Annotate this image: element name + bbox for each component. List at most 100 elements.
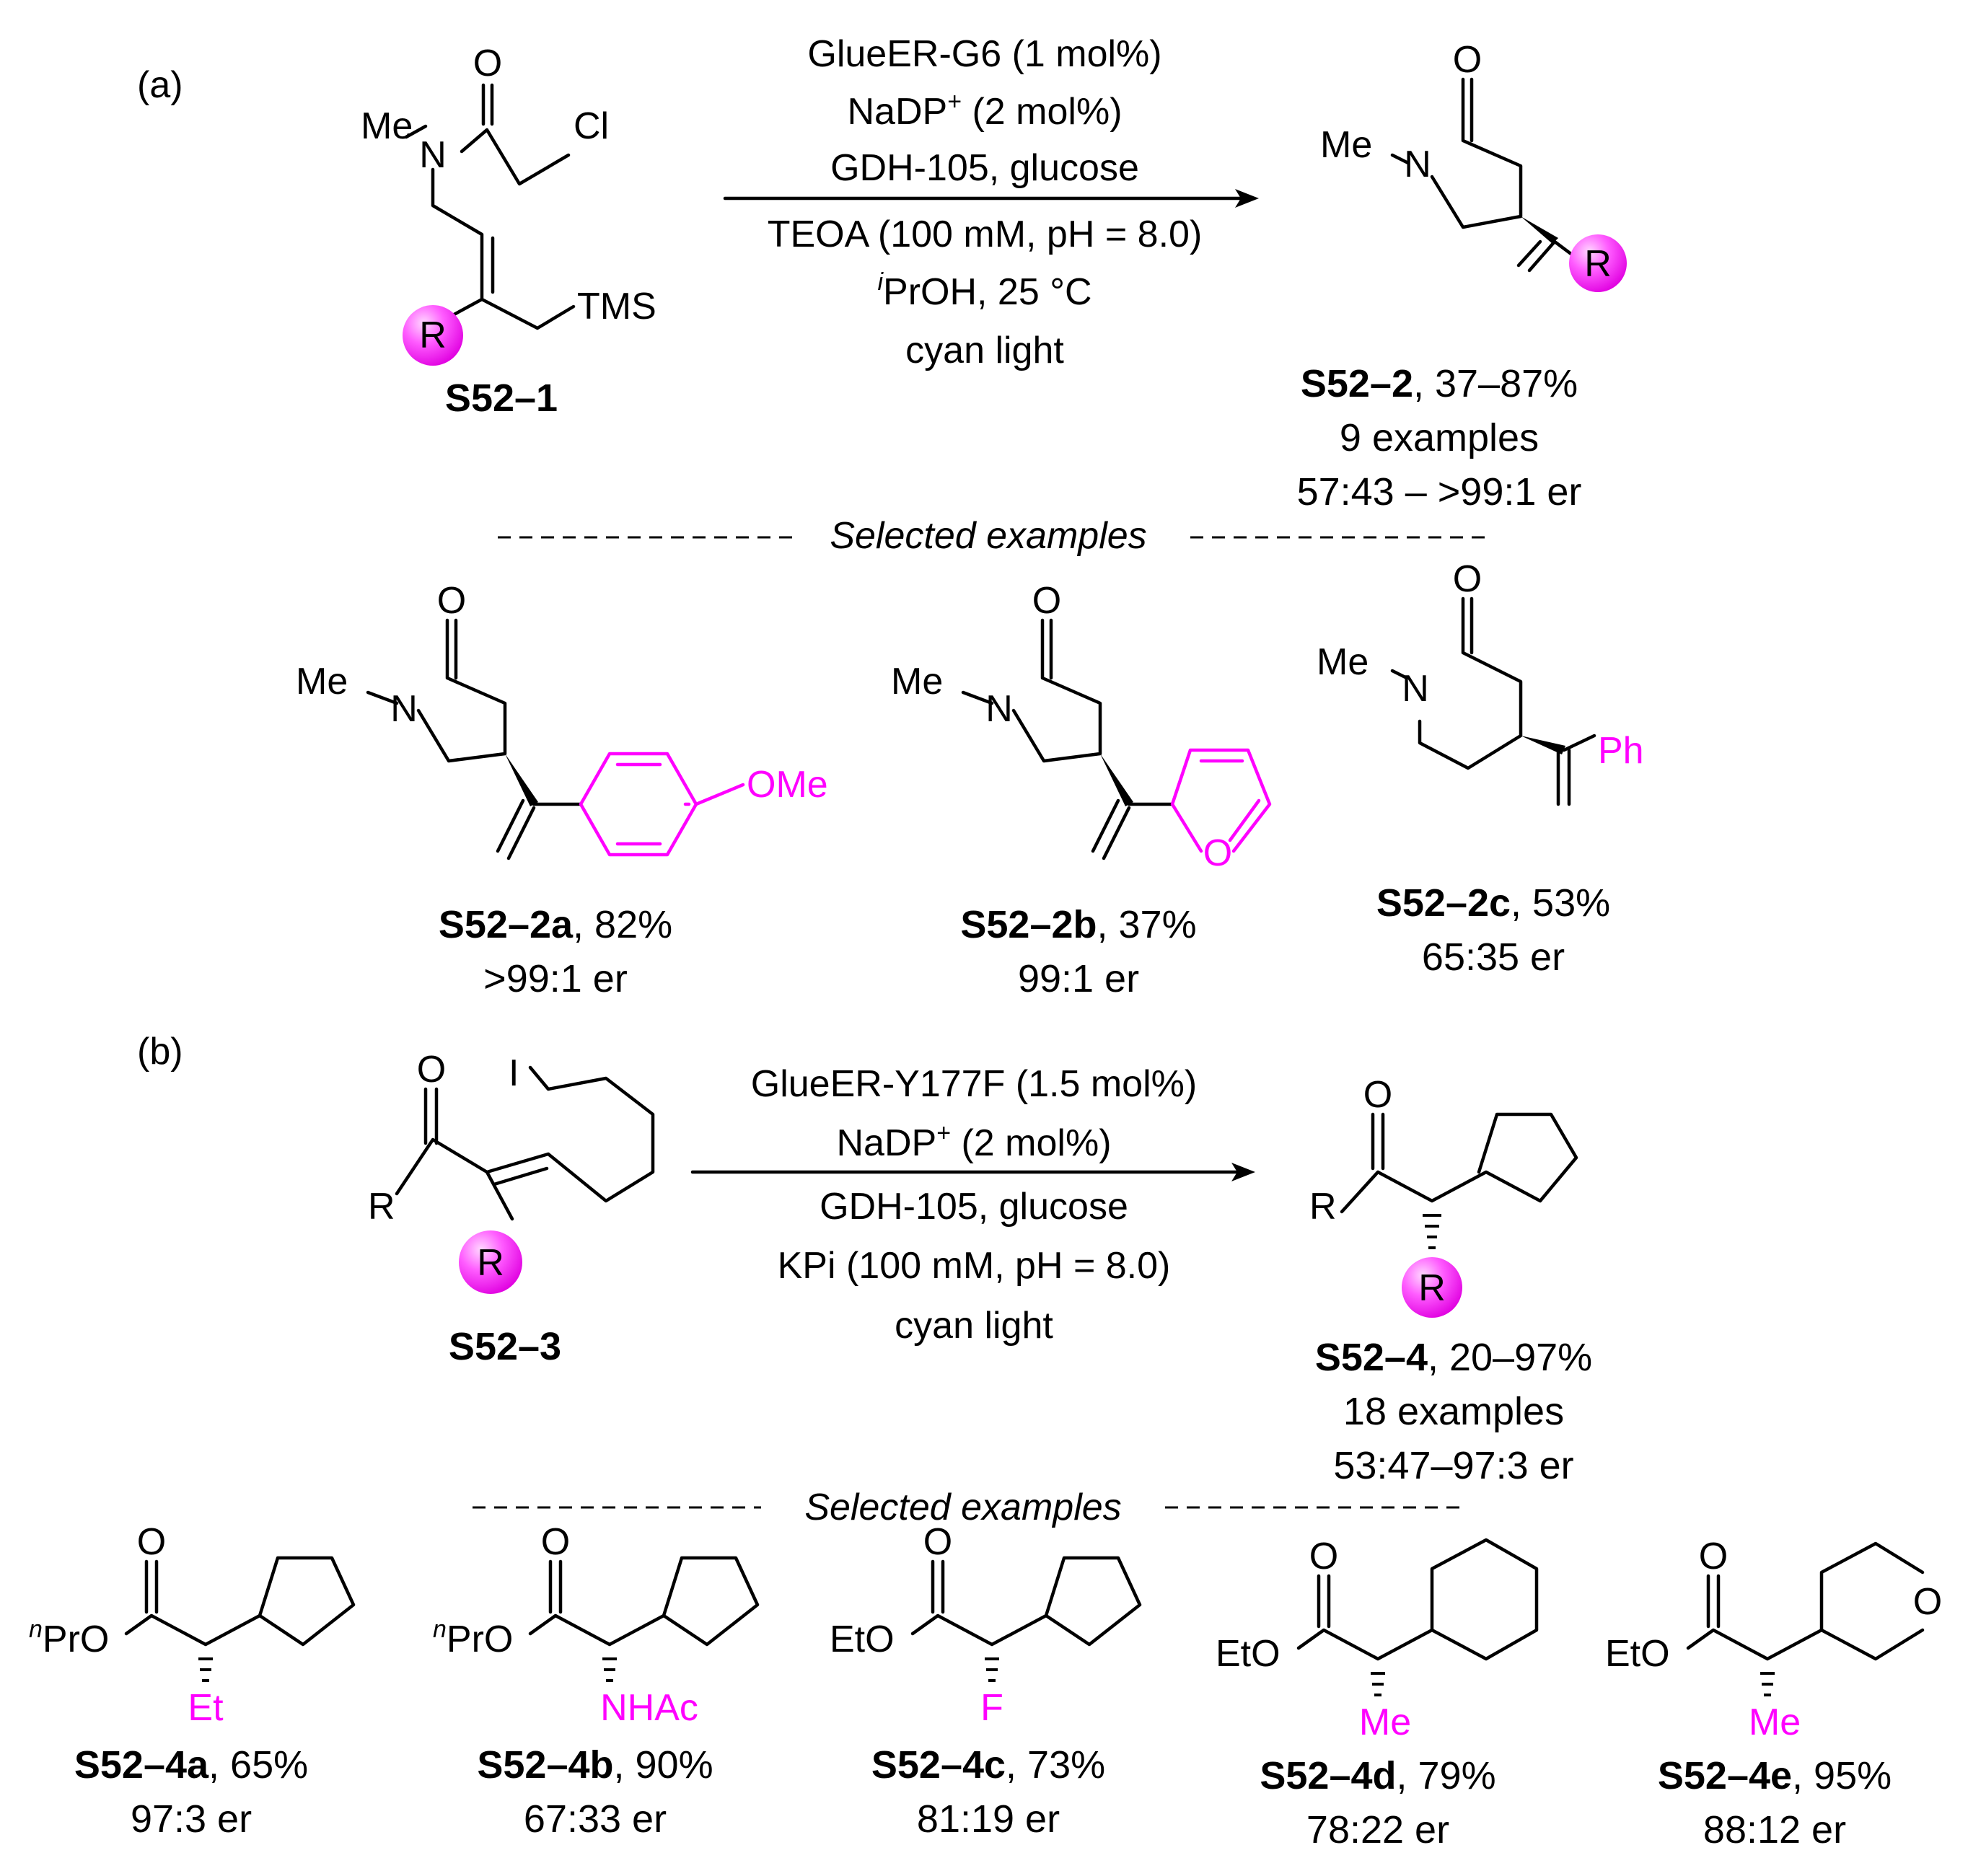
buffer-text: KPi (100 mM, pH = 8.0) — [778, 1245, 1171, 1287]
example-er: 67:33 er — [524, 1797, 667, 1841]
atom-r: R — [1309, 1186, 1337, 1228]
panel-b: (b) I O R R S52–3 GlueER-Y177F (1.5 mol%… — [29, 1031, 1942, 1851]
substituent-me: Me — [1359, 1701, 1411, 1743]
furan-oxygen: O — [1203, 832, 1232, 874]
example-yield: S52–4b, 90% — [477, 1743, 713, 1787]
r-group-ball — [459, 1230, 522, 1294]
substituent-nhac: NHAc — [600, 1687, 698, 1729]
example-er: 88:12 er — [1703, 1808, 1846, 1851]
atom-o: O — [1363, 1074, 1392, 1116]
r-group-ball — [1569, 234, 1627, 292]
product-s52-2: O Me N R S52–2, 37–87% 9 examples 57:43 … — [1297, 39, 1627, 514]
example-s52-4d: O EtO Me S52–4d, 79% 78:22 er — [1216, 1536, 1539, 1851]
atom-o: O — [1309, 1536, 1338, 1577]
atom-cl: Cl — [574, 105, 609, 147]
substituent-f: F — [980, 1687, 1003, 1729]
atom-o: O — [137, 1521, 166, 1563]
atom-r: R — [419, 314, 447, 356]
example-yield: S52–4e, 95% — [1658, 1754, 1892, 1797]
substrate-s52-1: O Me N Cl TMS R S52–1 — [361, 43, 656, 420]
atom-i: I — [509, 1052, 519, 1094]
product-er: 57:43 – >99:1 er — [1297, 470, 1582, 514]
example-s52-2c: O Me N Ph S52–2c, 53% 65:35 er — [1317, 558, 1644, 979]
divider-label: Selected examples — [830, 515, 1146, 557]
substituent-et: Et — [188, 1687, 224, 1729]
atom-n: N — [419, 134, 447, 176]
atom-r: R — [368, 1186, 395, 1228]
example-s52-4b: O nPrO NHAc S52–4b, 90% 67:33 er — [433, 1521, 760, 1841]
atom-me: Me — [891, 661, 943, 703]
cofactor-text: NaDP+ (2 mol%) — [836, 1119, 1111, 1164]
panel-a-label: (a) — [137, 64, 183, 106]
atom-o: O — [417, 1049, 446, 1091]
panel-a: (a) O Me N Cl TMS R S52–1 GlueER-G6 (1 m… — [137, 33, 1644, 1000]
atom-r: R — [1584, 243, 1612, 285]
atom-o: O — [473, 43, 502, 84]
substituent-me: Me — [1749, 1701, 1801, 1743]
buffer-text: TEOA (100 mM, pH = 8.0) — [768, 213, 1203, 255]
compound-id: S52–3 — [449, 1325, 561, 1368]
example-yield: S52–4a, 65% — [74, 1743, 308, 1787]
product-yield: S52–4, 20–97% — [1315, 1336, 1592, 1379]
example-s52-4c: O EtO F S52–4c, 73% 81:19 er — [830, 1521, 1142, 1841]
ester-group: nPrO — [433, 1616, 513, 1660]
reaction-conditions-b: GlueER-Y177F (1.5 mol%) NaDP+ (2 mol%) G… — [690, 1063, 1255, 1347]
r-group-ball — [1402, 1257, 1462, 1318]
example-yield: S52–2b, 37% — [960, 903, 1196, 946]
atom-me: Me — [361, 105, 413, 147]
example-er: 99:1 er — [1018, 957, 1139, 1000]
compound-id: S52–1 — [445, 376, 558, 420]
light-text: cyan light — [905, 330, 1064, 371]
example-s52-4e: O O EtO Me S52–4e, 95% 88:12 er — [1605, 1536, 1942, 1851]
recycling-text: GDH-105, glucose — [830, 147, 1139, 189]
atom-me: Me — [296, 661, 348, 703]
catalyst-text: GlueER-Y177F (1.5 mol%) — [751, 1063, 1197, 1105]
atom-n: N — [985, 688, 1013, 730]
example-er: >99:1 er — [483, 957, 628, 1000]
atom-o: O — [541, 1521, 570, 1563]
ester-group: nPrO — [29, 1616, 109, 1660]
example-er: 97:3 er — [131, 1797, 252, 1841]
cofactor-text: NaDP+ (2 mol%) — [847, 88, 1122, 133]
recycling-text: GDH-105, glucose — [820, 1186, 1128, 1228]
atom-me: Me — [1320, 124, 1372, 166]
example-er: 78:22 er — [1306, 1808, 1449, 1851]
r-group-ball — [403, 305, 463, 366]
example-yield: S52–4c, 73% — [871, 1743, 1105, 1787]
atom-r: R — [477, 1242, 504, 1284]
ester-group: EtO — [1605, 1633, 1670, 1675]
atom-o: O — [437, 580, 466, 622]
example-er: 65:35 er — [1422, 935, 1565, 979]
cosolvent-text: iPrOH, 25 °C — [877, 268, 1091, 313]
example-yield: S52–2c, 53% — [1376, 881, 1610, 925]
atom-o: O — [1453, 558, 1482, 600]
example-s52-2a: O Me N OMe S52–2a, 82% >99:1 er — [296, 580, 828, 1000]
product-er: 53:47–97:3 er — [1333, 1444, 1573, 1487]
atom-o: O — [1453, 39, 1482, 81]
catalyst-text: GlueER-G6 (1 mol%) — [807, 33, 1161, 75]
panel-b-label: (b) — [137, 1031, 183, 1073]
atom-o: O — [923, 1521, 952, 1563]
ester-group: EtO — [830, 1619, 895, 1660]
atom-me: Me — [1317, 641, 1369, 683]
product-yield: S52–2, 37–87% — [1301, 362, 1578, 405]
atom-n: N — [1402, 668, 1429, 710]
atom-n: N — [390, 688, 418, 730]
atom-o: O — [1032, 580, 1061, 622]
product-s52-4: O R R S52–4, 20–97% 18 examples 53:47–97… — [1309, 1074, 1592, 1487]
example-s52-4a: O nPrO Et S52–4a, 65% 97:3 er — [29, 1521, 356, 1841]
atom-n: N — [1404, 144, 1431, 185]
reaction-conditions-a: GlueER-G6 (1 mol%) NaDP+ (2 mol%) GDH-10… — [723, 33, 1259, 371]
atom-o: O — [1699, 1536, 1728, 1577]
substituent-ome: OMe — [747, 764, 828, 806]
product-examples: 18 examples — [1343, 1390, 1564, 1433]
example-yield: S52–2a, 82% — [439, 903, 672, 946]
substrate-s52-3: I O R R S52–3 — [368, 1049, 655, 1368]
light-text: cyan light — [895, 1305, 1053, 1347]
divider-label: Selected examples — [804, 1487, 1121, 1528]
ester-group: EtO — [1216, 1633, 1280, 1675]
example-s52-2b: O Me N O S52–2b, 37% 99:1 er — [891, 580, 1272, 1000]
example-yield: S52–4d, 79% — [1260, 1754, 1495, 1797]
ring-oxygen: O — [1913, 1581, 1942, 1623]
